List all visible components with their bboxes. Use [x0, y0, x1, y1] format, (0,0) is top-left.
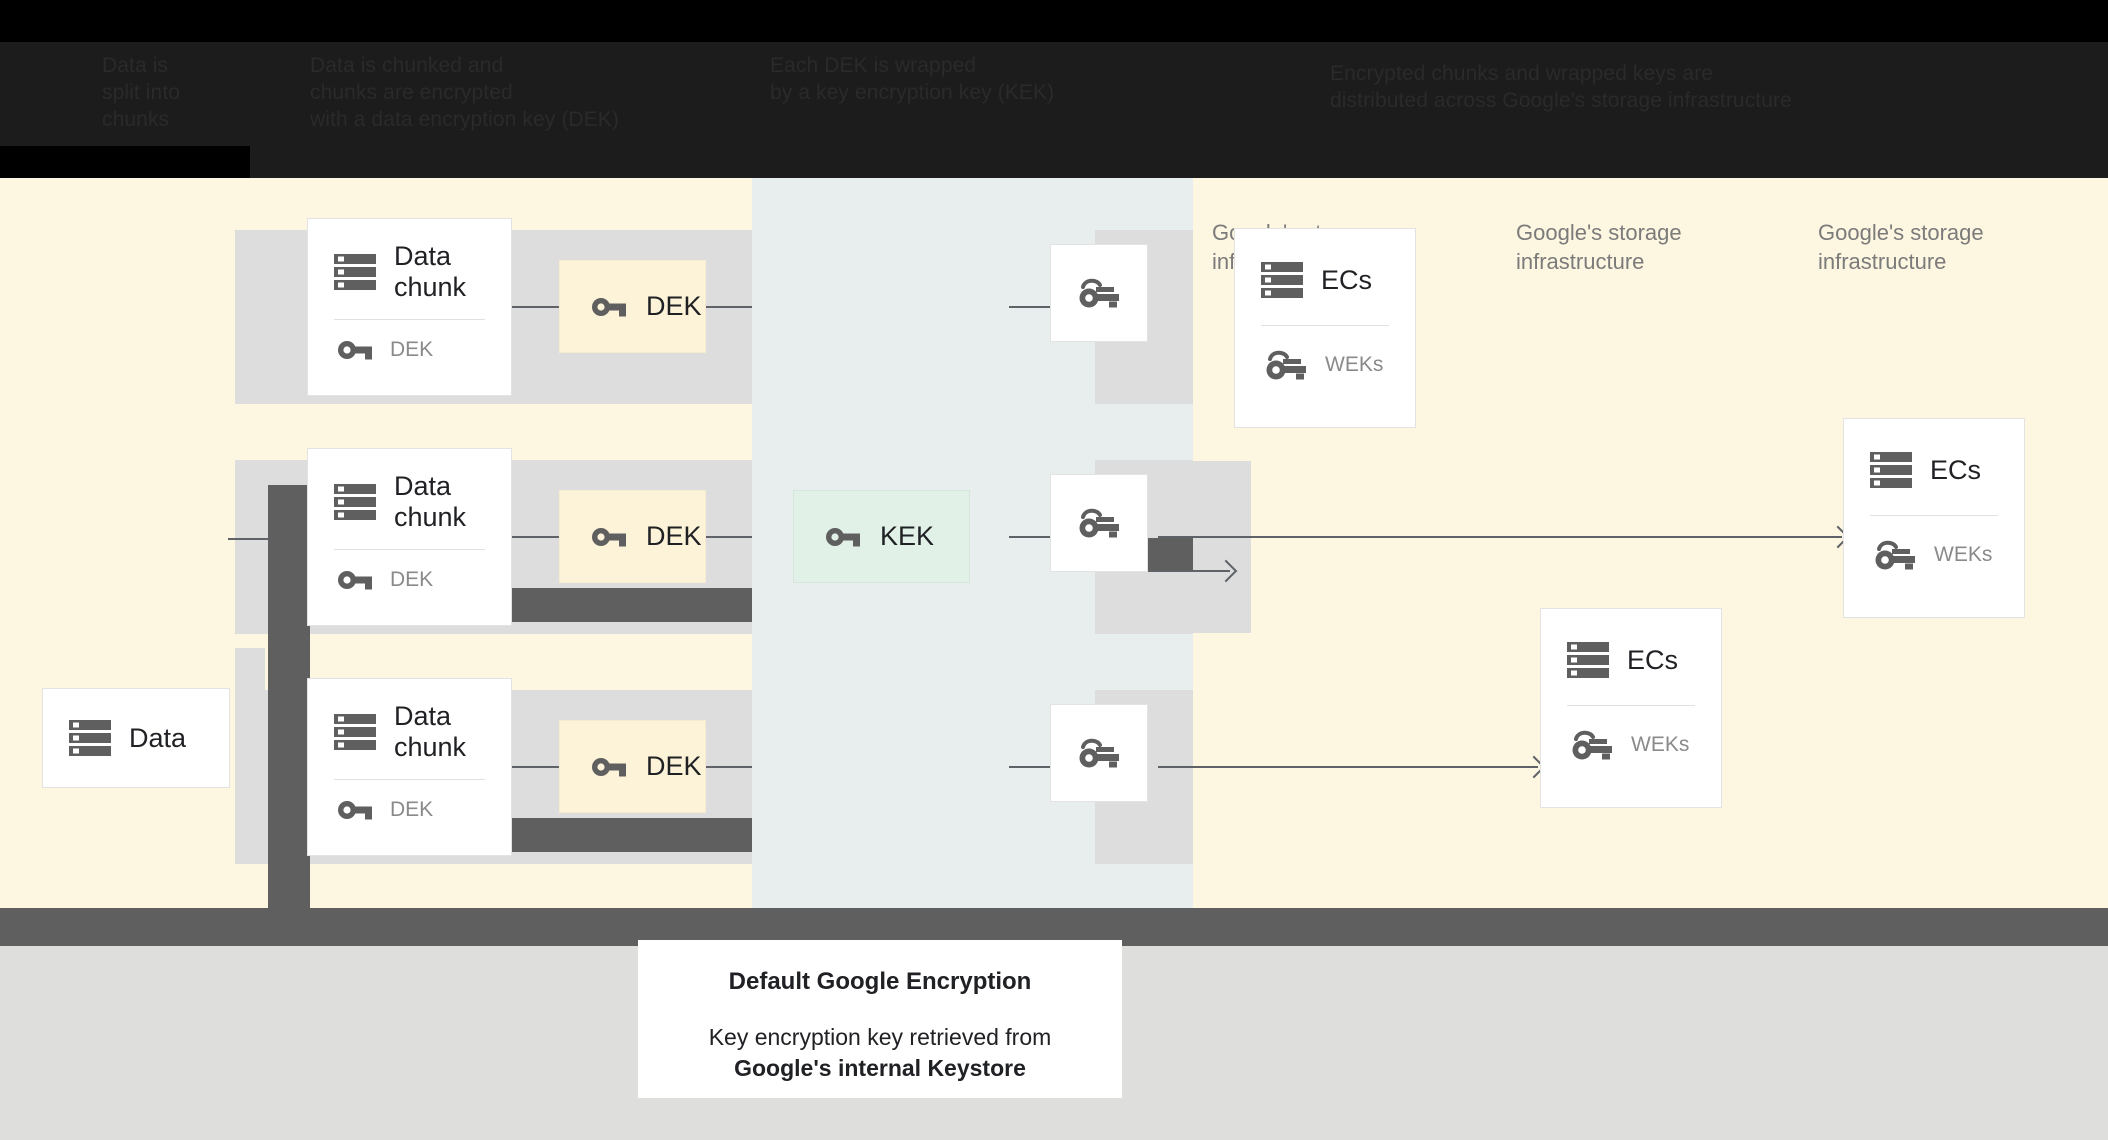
keybox-kek-label: KEK	[880, 521, 935, 551]
card-divider	[1261, 325, 1389, 326]
caption-line-1: Key encryption key retrieved from	[708, 1024, 1052, 1050]
bracket-spine	[268, 485, 310, 945]
infra-label-3: Google's storage infrastructure	[1818, 220, 1984, 274]
card-data-chunk-3[interactable]: Data chunk DEK	[307, 678, 512, 856]
header-column-1: Data is split into chunks	[102, 54, 181, 131]
connector-dek2-to-kek	[706, 536, 752, 538]
keybox-kek[interactable]: KEK	[793, 490, 970, 583]
server-icon	[1870, 452, 1912, 488]
keybox-dek-3[interactable]: DEK	[559, 720, 706, 813]
row-band-wrap-2b	[1193, 461, 1251, 633]
connector-chunk3-to-dek3	[511, 766, 559, 768]
infra-label-2: Google's storage infrastructure	[1516, 220, 1682, 274]
server-icon	[1261, 262, 1303, 298]
row-band-source	[235, 648, 265, 748]
server-icon	[334, 714, 376, 750]
card-data-source-title: Data	[129, 722, 187, 753]
keybox-dek-label: DEK	[646, 291, 702, 321]
card-data-chunk-1[interactable]: Data chunk DEK	[307, 218, 512, 396]
card-divider	[334, 779, 485, 780]
wrapped-key-icon	[1079, 508, 1119, 538]
connector-chunk2-to-dek2	[511, 536, 559, 538]
card-divider	[334, 549, 485, 550]
main-canvas: Data Data chunk DEK	[0, 178, 2108, 945]
caption-title: Default Google Encryption	[728, 968, 1032, 995]
keybox-dek-2[interactable]: DEK	[559, 490, 706, 583]
key-icon	[592, 297, 626, 316]
card-data-source[interactable]: Data	[42, 688, 230, 788]
keybox-dek-label: DEK	[646, 751, 702, 781]
card-ecs-key-label: WEKs	[1631, 733, 1690, 756]
caption-card: Default Google Encryption Key encryption…	[638, 940, 1122, 1098]
arrow-line-to-ec1	[1100, 570, 1230, 572]
wrapped-key-icon	[1079, 738, 1119, 768]
keybox-dek-label: DEK	[646, 521, 702, 551]
connector-chunk1-to-dek1	[511, 306, 559, 308]
key-icon	[338, 341, 372, 360]
key-icon	[338, 801, 372, 820]
wrapbox-wrapped-key-1[interactable]	[1050, 244, 1148, 342]
card-ecs-key-label: WEKs	[1934, 543, 1993, 566]
header-column-2: Data is chunked and chunks are encrypted…	[310, 54, 620, 131]
card-chunk-key-label: DEK	[390, 568, 434, 591]
card-chunk-title: Data chunk	[394, 241, 467, 302]
wrapped-key-icon	[1079, 278, 1119, 308]
wrapped-key-icon	[1572, 730, 1612, 760]
arrow-line-to-ec3	[1158, 766, 1538, 768]
card-chunk-title: Data chunk	[394, 471, 467, 532]
bottom-dark-band	[0, 908, 2108, 946]
header-band: Data is split into chunks Data is chunke…	[0, 0, 2108, 178]
header-band-inner	[0, 42, 2108, 146]
key-icon	[826, 527, 860, 546]
wrapbox-wrapped-key-2[interactable]	[1050, 474, 1148, 572]
card-ecs-1[interactable]: ECs WEKs	[1234, 228, 1416, 428]
card-chunk-title: Data chunk	[394, 701, 467, 762]
server-icon	[334, 254, 376, 290]
server-icon	[69, 720, 111, 756]
card-divider	[334, 319, 485, 320]
card-divider	[1567, 705, 1695, 706]
card-data-chunk-2[interactable]: Data chunk DEK	[307, 448, 512, 626]
server-icon	[334, 484, 376, 520]
header-column-4: Encrypted chunks and wrapped keys are di…	[1330, 62, 1792, 112]
card-ecs-title: ECs	[1321, 264, 1373, 295]
key-icon	[592, 527, 626, 546]
caption-line-2: Google's internal Keystore	[734, 1055, 1026, 1081]
card-ecs-title: ECs	[1627, 644, 1679, 675]
server-icon	[1567, 642, 1609, 678]
wrapbox-wrapped-key-3[interactable]	[1050, 704, 1148, 802]
card-chunk-key-label: DEK	[390, 338, 434, 361]
card-ecs-3[interactable]: ECs WEKs	[1540, 608, 1722, 808]
keybox-dek-1[interactable]: DEK	[559, 260, 706, 353]
card-ecs-2[interactable]: ECs WEKs	[1843, 418, 2025, 618]
connector-kek-to-wrapbox-2	[1009, 536, 1055, 538]
header-shadow-strip	[250, 146, 2108, 178]
header-column-3: Each DEK is wrapped by a key encryption …	[770, 54, 1055, 104]
connector-to-wrapbox-3	[1009, 766, 1055, 768]
card-chunk-key-label: DEK	[390, 798, 434, 821]
key-icon	[592, 757, 626, 776]
key-icon	[338, 571, 372, 590]
card-divider	[1870, 515, 1998, 516]
arrow-line-to-ec2	[1158, 536, 1842, 538]
wrapped-key-icon	[1266, 350, 1306, 380]
card-ecs-key-label: WEKs	[1325, 353, 1384, 376]
card-ecs-title: ECs	[1930, 454, 1982, 485]
connector-dek3-to-wrap3	[706, 766, 752, 768]
connector-data-to-bracket	[228, 538, 270, 540]
wrapped-key-icon	[1875, 540, 1915, 570]
connector-dek1-to-wrap1	[706, 306, 752, 308]
connector-to-wrapbox-1	[1009, 306, 1055, 308]
